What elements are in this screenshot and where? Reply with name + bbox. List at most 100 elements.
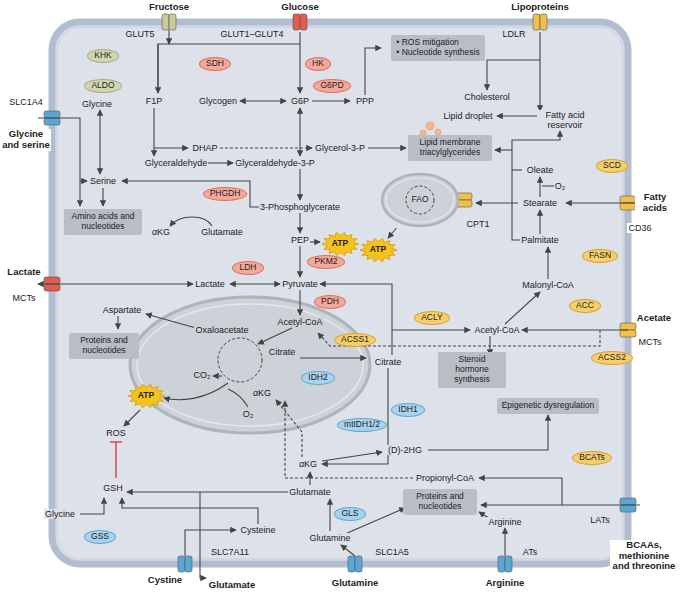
atp-star-outline	[360, 238, 397, 261]
transporter-symbol	[533, 14, 540, 30]
enzyme-oval: ACC	[569, 299, 601, 313]
enzyme-oval: PHGDH	[203, 187, 248, 201]
metabolite-label: αKG	[298, 459, 318, 469]
transporter-symbol	[44, 284, 60, 291]
node-text: PDH	[321, 297, 339, 307]
cell-membrane	[52, 22, 628, 564]
atp-star-outline	[128, 384, 165, 407]
node-text: GLS	[341, 509, 358, 519]
mitochondrion-inner	[386, 178, 454, 222]
transporter-symbol	[620, 196, 636, 203]
metabolite-label: SLC7A11	[210, 547, 250, 557]
transporter-symbol	[44, 111, 60, 118]
transporter-symbol	[348, 556, 355, 572]
metabolite-label: ROS	[105, 428, 127, 438]
mitochondrion	[130, 297, 370, 433]
metabolite-label: Aspartate	[102, 305, 143, 315]
metabolite-label: Glutamine	[308, 533, 351, 543]
node-text: SCD	[603, 161, 621, 171]
substrate-label: Arginine	[485, 578, 526, 589]
metabolite-label: LDLR	[501, 29, 526, 39]
metabolite-label: Glycerol-3-P	[314, 143, 366, 153]
transporter-symbol	[620, 203, 636, 210]
enzyme-oval: PDH	[314, 295, 346, 309]
metabolite-label: PPP	[355, 96, 375, 106]
metabolite-label: G6P	[290, 96, 310, 106]
transporter-symbol	[620, 498, 636, 505]
node-text: LDH	[239, 263, 256, 273]
metabolite-label: MCTs	[12, 293, 37, 303]
metabolite-label: Glycine	[44, 509, 76, 519]
pathway-arrows	[38, 30, 648, 578]
node-text: mtIDH1/2	[344, 420, 380, 430]
node-text: FAO	[411, 195, 428, 205]
process-box: Lipid membrane triacylglycerides	[408, 135, 492, 161]
metabolite-label: SLC1A5	[374, 547, 410, 557]
transporter-symbol	[178, 556, 185, 572]
node-text: Epigenetic dysregulation	[502, 401, 595, 411]
enzyme-oval: BCATs	[572, 451, 611, 465]
metabolite-label: Palmitate	[520, 235, 560, 245]
metabolite-label: F1P	[145, 96, 164, 106]
metabolite-label: O₂	[554, 181, 567, 191]
process-box: Proteins and nucleotides	[69, 333, 139, 359]
substrate-label: Acetate	[636, 313, 672, 324]
node-text: FASN	[589, 251, 611, 261]
transporter-symbol	[620, 505, 636, 512]
substrate-label: Glucose	[280, 2, 320, 13]
enzyme-oval: LDH	[232, 261, 263, 275]
substrate-label: Cystine	[147, 575, 183, 586]
metabolite-label: Serine	[89, 176, 117, 186]
enzyme-oval: FASN	[582, 249, 618, 263]
metabolite-label: CPT1	[465, 219, 490, 229]
transporter-symbol	[300, 14, 307, 30]
metabolite-label: DHAP	[191, 143, 218, 153]
metabolite-label: Glutamate	[200, 227, 244, 237]
node-text: ALDO	[91, 81, 114, 91]
enzyme-oval: GSS	[84, 530, 116, 544]
process-box: Steroid hormone synthesis	[438, 352, 506, 387]
atp-star: ATP	[360, 238, 397, 262]
enzyme-oval: HK	[305, 57, 331, 71]
metabolite-label: Stearate	[522, 198, 558, 208]
metabolite-label: Acetyl-CoA	[473, 325, 520, 335]
substrate-label: BCAAs, methionine and threonine	[610, 540, 678, 573]
metabolite-label: αKG	[151, 227, 171, 237]
node-text: BCATs	[579, 453, 604, 463]
metabolite-label: Citrate	[374, 357, 403, 367]
enzyme-oval: ACSS1	[334, 333, 376, 347]
node-text: KHK	[94, 51, 111, 61]
metabolite-label: O₂	[242, 409, 255, 419]
atp-star-outline	[322, 232, 359, 255]
transporter-symbol	[540, 14, 547, 30]
metabolite-label: GLUT5	[124, 29, 155, 39]
substrate-label: Lipoproteins	[510, 2, 570, 13]
metabolite-label: CO₂	[193, 370, 212, 380]
metabolite-label: αKG	[252, 388, 272, 398]
enzyme-oval: ACSS2	[591, 351, 633, 365]
transporter-symbol	[169, 14, 176, 30]
atp-star: ATP	[322, 232, 359, 256]
metabolite-label: Lactate	[194, 279, 226, 289]
metabolite-label: Propionyl-CoA	[415, 473, 475, 483]
enzyme-oval: PKM2	[307, 255, 344, 269]
metabolite-label: GSH	[102, 483, 124, 493]
process-box: Epigenetic dysregulation	[497, 398, 600, 414]
metabolite-label: Malonyl-CoA	[521, 280, 575, 290]
node-text: • Nucleotide synthesis	[396, 48, 479, 58]
node-text: Proteins and nucleotides	[74, 336, 134, 356]
node-text: Steroid hormone synthesis	[443, 355, 501, 384]
transporter-symbol	[498, 556, 505, 572]
node-text: • ROS mitigation	[396, 38, 459, 48]
inhibition-line	[110, 442, 122, 478]
metabolite-label: (D)-2HG	[387, 445, 423, 455]
substrate-label: Glutamine	[331, 578, 379, 589]
enzyme-oval: ACLY	[414, 311, 450, 325]
substrate-label: Lactate	[6, 267, 41, 278]
cell-membrane-inner	[57, 27, 623, 559]
transporter-symbol	[620, 330, 636, 337]
metabolite-label: ATs	[522, 547, 538, 557]
process-box: Proteins and nucleotides	[403, 489, 477, 515]
metabolite-label: Cysteine	[239, 525, 276, 535]
